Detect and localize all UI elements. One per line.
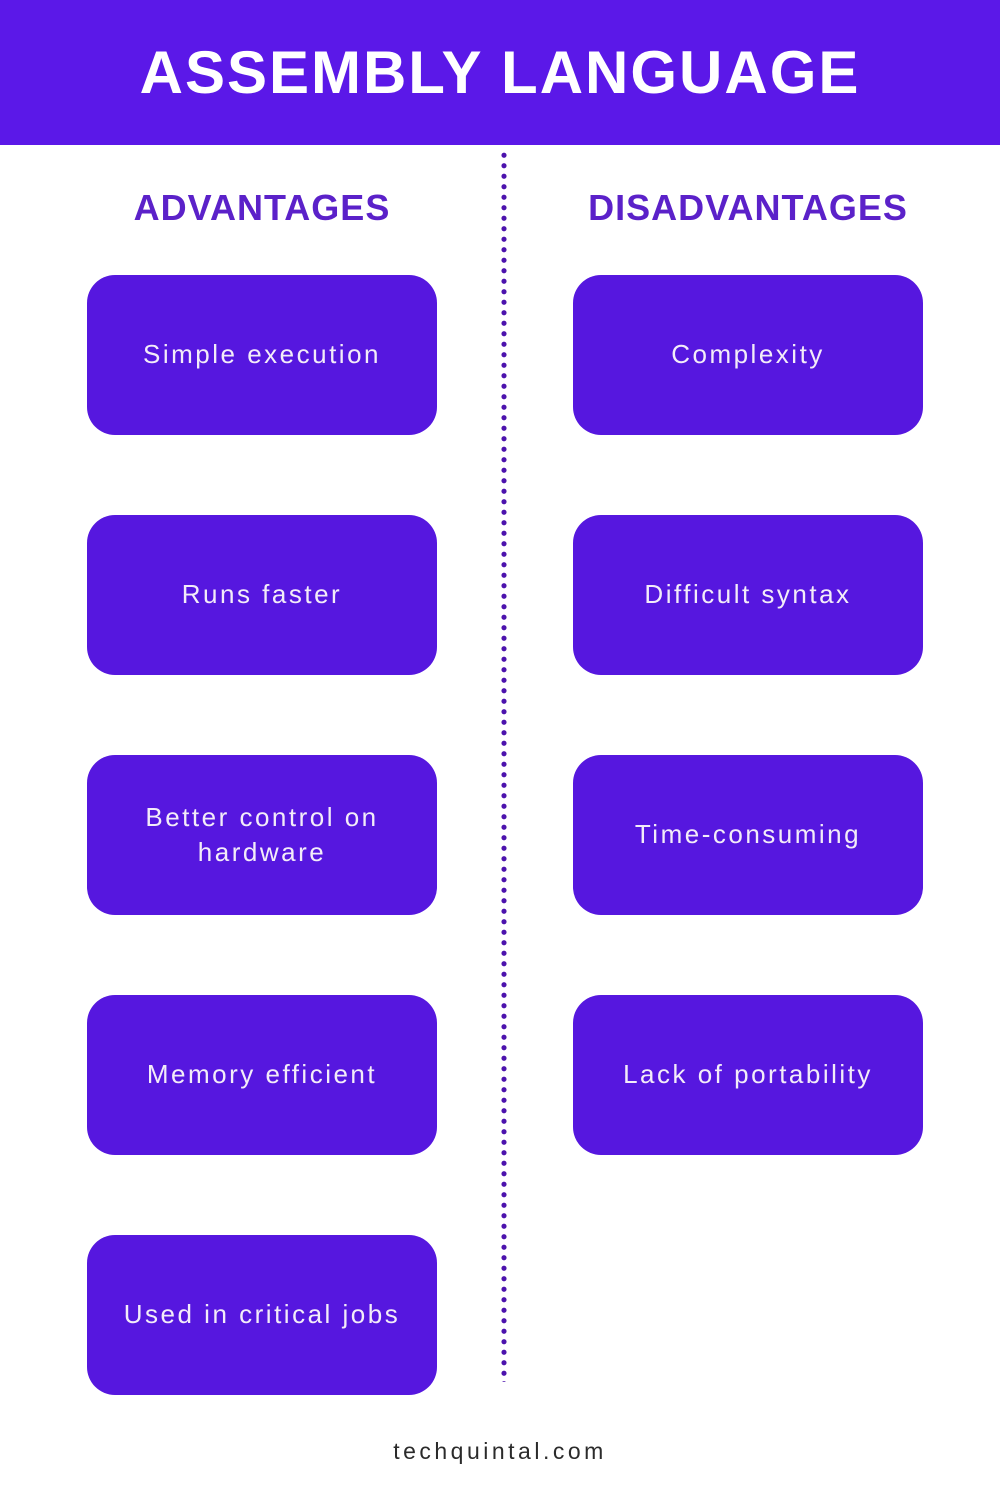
card-label: Time-consuming <box>634 819 862 850</box>
card-label: Memory efficient <box>146 1059 378 1090</box>
card-label: Complexity <box>671 339 825 370</box>
card-label: Runs faster <box>181 579 343 610</box>
disadvantage-card: Complexity <box>573 275 923 435</box>
disadvantage-card: Lack of portability <box>573 995 923 1155</box>
advantage-card: Memory efficient <box>87 995 437 1155</box>
card-label: Used in critical jobs <box>123 1299 401 1330</box>
card-label: Better control on hardware <box>145 801 379 867</box>
disadvantages-heading: DISADVANTAGES <box>588 187 908 228</box>
dotted-divider <box>501 150 507 1382</box>
disadvantage-card: Difficult syntax <box>573 515 923 675</box>
card-label: Lack of portability <box>623 1059 873 1090</box>
advantage-card: Used in critical jobs <box>87 1235 437 1395</box>
card-label: Simple execution <box>143 339 381 370</box>
website-url: techquintal.com <box>393 1438 607 1464</box>
advantages-heading: ADVANTAGES <box>133 187 391 228</box>
disadvantage-card: Time-consuming <box>573 755 923 915</box>
page-title: ASSEMBLY LANGUAGE <box>139 39 861 106</box>
card-label: Difficult syntax <box>644 579 852 610</box>
advantage-card: Simple execution <box>87 275 437 435</box>
advantage-card: Runs faster <box>87 515 437 675</box>
header-banner: ASSEMBLY LANGUAGE <box>0 0 1000 145</box>
advantage-card: Better control on hardware <box>87 755 437 915</box>
footer: techquintal.com <box>0 1438 1000 1465</box>
